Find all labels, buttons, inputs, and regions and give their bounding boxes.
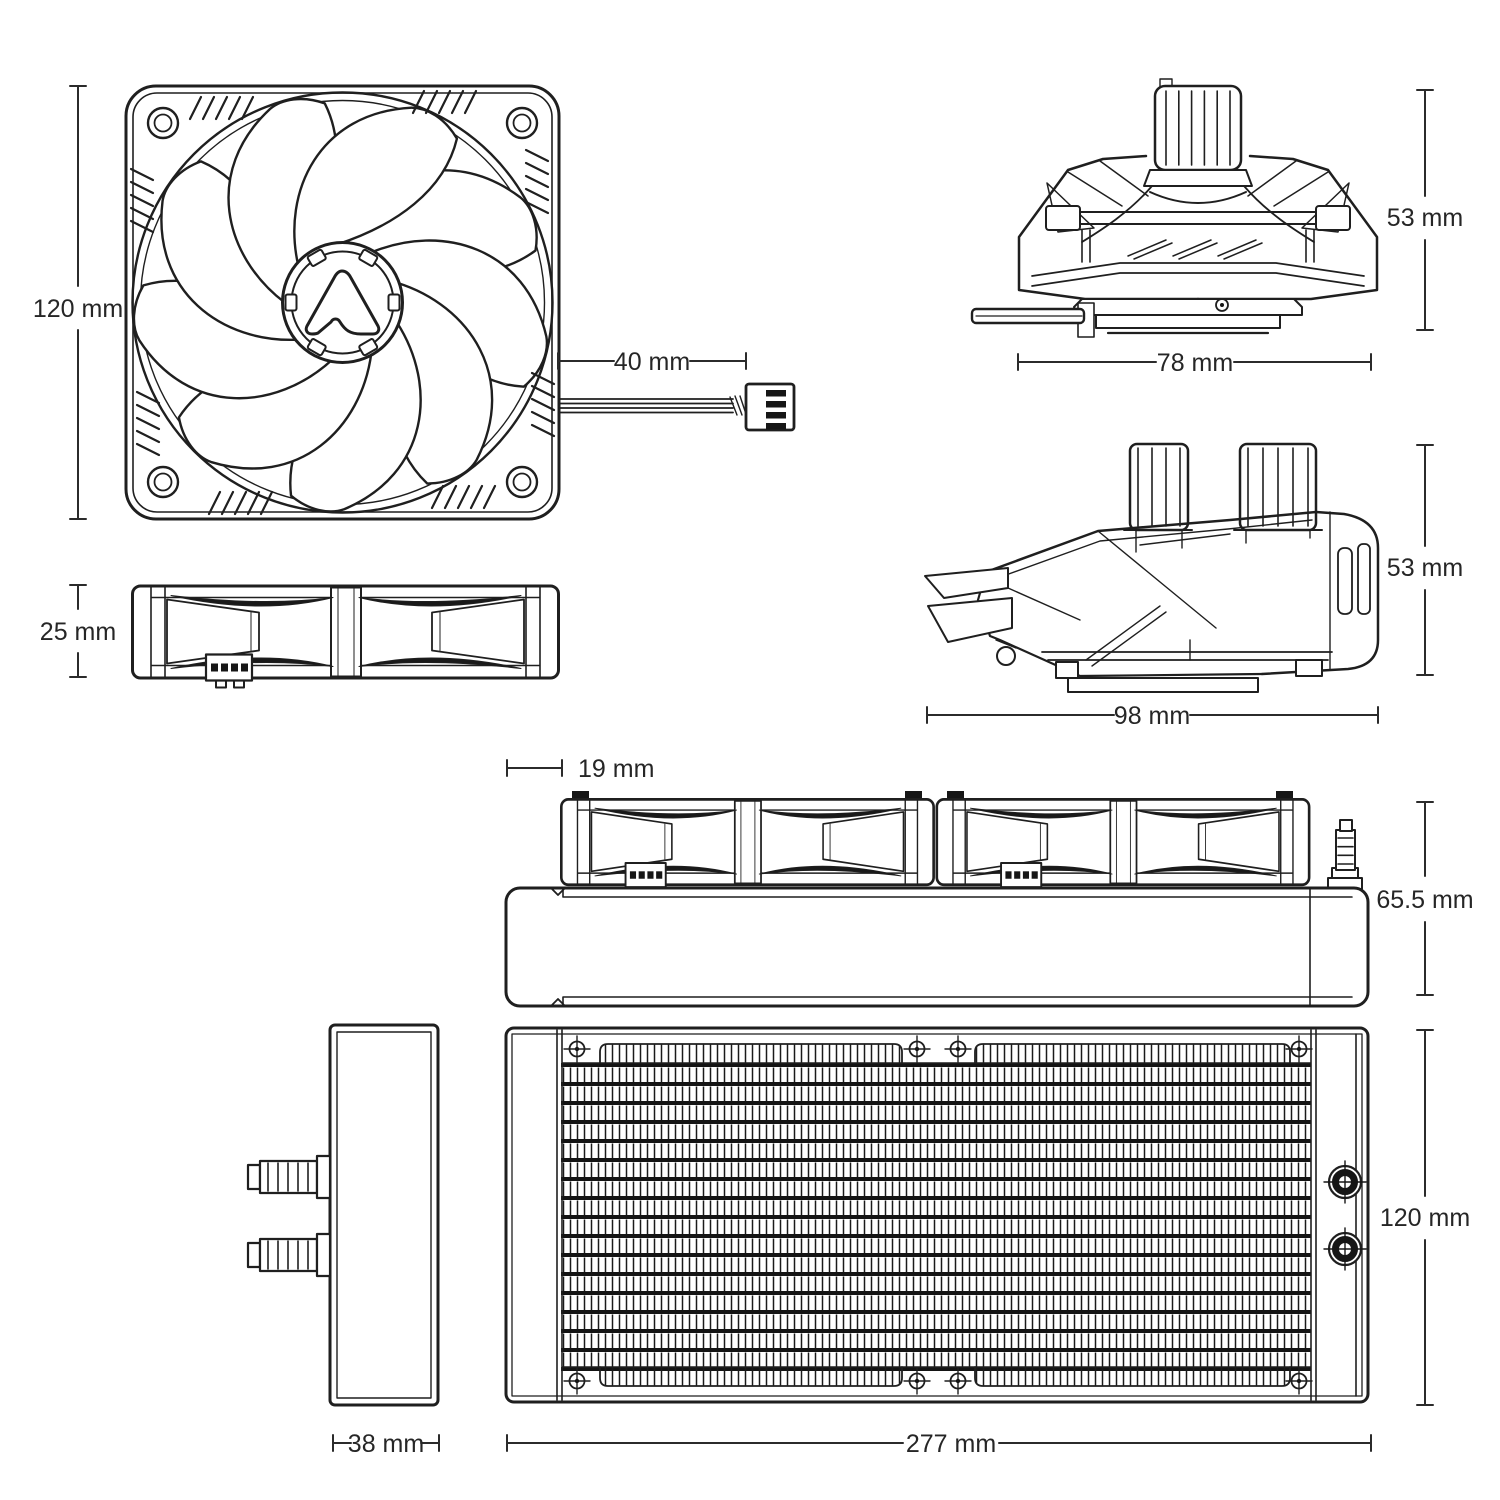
pump-side-view <box>924 442 1380 693</box>
dim-label-radiator-total-height: 65.5 mm <box>1376 886 1473 914</box>
dim-radiator-width: 120 mm <box>1380 1029 1470 1406</box>
dim-label-pump-side-height: 53 mm <box>1387 554 1463 582</box>
pump-cold-plate <box>1067 677 1259 693</box>
dim-label-pump-side-depth: 98 mm <box>1114 702 1190 730</box>
dim-pump-side-depth: 98 mm <box>926 702 1379 730</box>
radiator-end-view <box>246 1023 440 1407</box>
radiator-hose-barb <box>246 1232 332 1278</box>
dim-radiator-length: 277 mm <box>506 1430 1372 1458</box>
dim-label-fan-size: 120 mm <box>33 295 123 323</box>
dim-label-fan-offset: 19 mm <box>578 755 654 783</box>
pump-front-view <box>970 78 1379 338</box>
fan-corner-screw-holes <box>146 106 539 499</box>
dim-radiator-thickness: 38 mm <box>332 1430 440 1458</box>
mounting-bracket-arm <box>924 567 1009 599</box>
fan-hub <box>281 241 404 364</box>
dim-radiator-total-height: 65.5 mm <box>1376 801 1474 996</box>
dim-label-fan-thickness: 25 mm <box>40 618 116 646</box>
dim-fan-thickness: 25 mm <box>40 584 116 678</box>
mounting-bracket-arm <box>927 597 1013 643</box>
dim-pump-front-width: 78 mm <box>1017 349 1372 377</box>
fan-side-view <box>131 584 560 689</box>
dimension-annotations: 120 mm 40 mm 53 mm 78 mm 53 mm 98 mm <box>33 85 1474 1458</box>
radiator-hose-barb <box>1327 819 1363 890</box>
arctic-logo-icon <box>304 269 381 336</box>
dim-label-cable-length: 40 mm <box>614 348 690 376</box>
pump-hose-fitting <box>1153 84 1243 172</box>
dim-label-radiator-width: 120 mm <box>1380 1204 1470 1232</box>
dim-label-pump-front-width: 78 mm <box>1157 349 1233 377</box>
radiator-fins <box>561 1063 1311 1371</box>
dim-label-radiator-thickness: 38 mm <box>348 1430 424 1458</box>
radiator-hose-barb <box>246 1154 332 1200</box>
dim-cable-length: 40 mm <box>557 348 747 376</box>
fan-front-view <box>113 75 578 538</box>
fan-cable <box>558 382 796 432</box>
radiator-front-view <box>504 1026 1370 1404</box>
dim-fan-offset: 19 mm <box>506 755 654 783</box>
radiator-side-view <box>504 791 1370 1008</box>
dim-fan-size: 120 mm <box>33 85 123 520</box>
dim-label-radiator-length: 277 mm <box>906 1430 996 1458</box>
dim-pump-front-height: 53 mm <box>1387 89 1463 331</box>
radiator-body <box>504 886 1370 1008</box>
dim-label-pump-front-height: 53 mm <box>1387 204 1463 232</box>
dim-pump-side-height: 53 mm <box>1387 444 1463 676</box>
